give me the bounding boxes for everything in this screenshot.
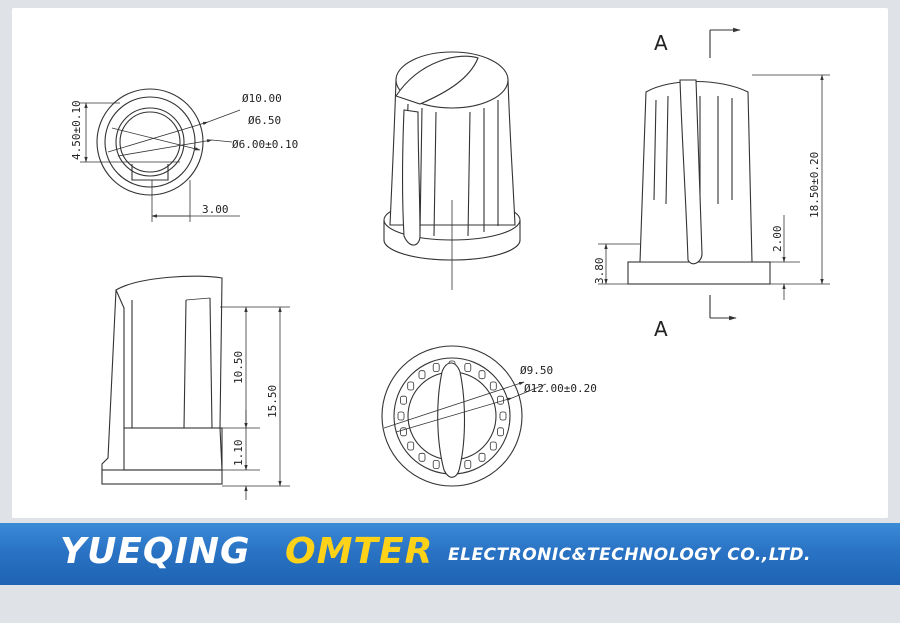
ring-hole: [400, 427, 407, 437]
dim-overall-height: 18.50±0.20: [808, 152, 821, 218]
ring-hole: [464, 460, 472, 469]
ring-hole: [497, 427, 504, 437]
ring-hole: [478, 370, 486, 380]
dim-base-height: 1.10: [232, 440, 245, 467]
ring-hole: [464, 363, 472, 372]
footer-strip: [0, 585, 900, 623]
dim-slot-width: 3.00: [202, 203, 229, 216]
section-mark-bottom: A: [654, 317, 668, 341]
company-banner: YUEQING OMTER ELECTRONIC&TECHNOLOGY CO.,…: [0, 523, 900, 585]
ring-hole: [418, 452, 426, 462]
technical-drawing: Ø10.00 Ø6.50 Ø6.00±0.10 4.50±0.10 3.00 A…: [70, 8, 830, 500]
ring-hole: [497, 395, 504, 405]
ring-hole: [432, 460, 440, 469]
side-view: [101, 275, 290, 500]
brand-name-omter: OMTER: [285, 531, 434, 572]
dim-step-height: 2.00: [771, 226, 784, 253]
drawing-sheet: Ø10.00 Ø6.50 Ø6.00±0.10 4.50±0.10 3.00 A…: [12, 8, 888, 518]
ring-hole: [489, 441, 497, 451]
top-view: [80, 88, 241, 222]
ring-hole: [407, 441, 415, 451]
ring-hole: [407, 381, 415, 391]
dim-inner-diameter: Ø6.00±0.10: [232, 138, 298, 151]
dim-mid-diameter: Ø6.50: [248, 114, 281, 127]
dim-skirt-height: 3.80: [593, 258, 606, 285]
section-mark-top: A: [654, 31, 668, 55]
dim-bottom-inner: Ø9.50: [520, 364, 553, 377]
section-view: [598, 30, 830, 318]
ring-hole: [418, 370, 426, 380]
dim-bottom-outer: Ø12.00±0.20: [524, 382, 597, 395]
dim-flat-height: 4.50±0.10: [70, 100, 83, 160]
ring-hole: [489, 381, 497, 391]
bottom-view: [381, 345, 547, 487]
isometric-view: [383, 51, 521, 290]
ring-hole: [478, 452, 486, 462]
dim-total-height: 15.50: [266, 385, 279, 418]
company-tagline: ELECTRONIC&TECHNOLOGY CO.,LTD.: [448, 545, 811, 565]
dim-outer-diameter: Ø10.00: [242, 92, 282, 105]
dim-body-height: 10.50: [232, 351, 245, 384]
ring-hole: [432, 363, 440, 372]
ring-hole: [499, 411, 507, 421]
ring-hole: [400, 395, 407, 405]
brand-name-yueqing: YUEQING: [60, 531, 251, 572]
ring-hole: [397, 411, 405, 421]
